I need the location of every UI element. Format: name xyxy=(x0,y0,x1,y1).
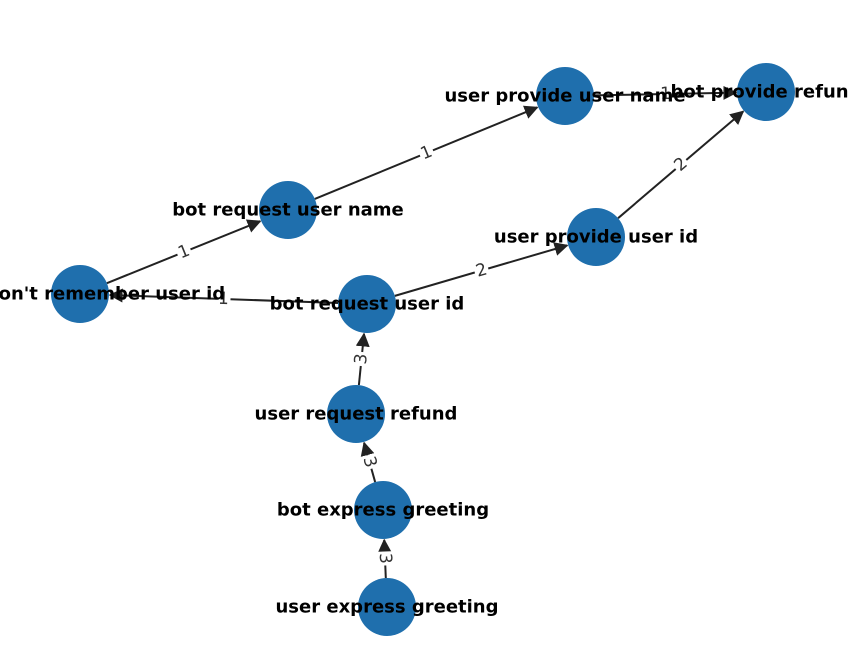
node-user-provide-user-name xyxy=(536,67,594,125)
edge-weight-urr-to-brui: 3 xyxy=(350,351,373,367)
node-label-bot-provide-refund: bot provide refund xyxy=(671,82,848,103)
node-bot-request-user-id xyxy=(338,275,396,333)
edge-weight-text: 1 xyxy=(218,289,230,309)
node-bot-request-user-name xyxy=(259,181,317,239)
node-labels: user express greeting bot express greetin… xyxy=(0,82,848,618)
node-label-bot-express-greeting: bot express greeting xyxy=(277,500,489,521)
edge-weight-text: 3 xyxy=(351,353,372,366)
node-label-bot-request-user-id: bot request user id xyxy=(270,294,465,315)
node-user-don-t-remember-user-id xyxy=(51,265,109,323)
edge-weight-upun-to-bpr: 1 xyxy=(658,83,673,105)
edge-weight-text: 3 xyxy=(358,454,380,470)
edge-weight-udr-to-brun: 1 xyxy=(173,240,195,264)
node-label-user-request-refund: user request refund xyxy=(255,404,458,425)
edge-weight-bg xyxy=(350,351,373,367)
edge-weight-bg xyxy=(416,141,437,165)
edge-weight-bg xyxy=(357,452,382,472)
edge-weight-ueg-to-beg: 3 xyxy=(374,551,396,566)
node-label-user-provide-user-id: user provide user id xyxy=(494,227,698,248)
node-label-user-don-t-remember-user-id: user don't remember user id xyxy=(0,284,225,305)
node-user-express-greeting xyxy=(358,578,416,636)
node-label-user-express-greeting: user express greeting xyxy=(275,597,498,618)
edges: 3 3 3 1 2 1 1 1 2 xyxy=(106,83,745,579)
edge-weight-text: 3 xyxy=(375,553,395,565)
node-label-bot-request-user-name: bot request user name xyxy=(172,200,404,221)
edge-weight-text: 2 xyxy=(473,259,489,281)
edge-weight-bg xyxy=(173,240,195,264)
edge-weight-upui-to-bpr: 2 xyxy=(669,152,693,177)
edge-weight-beg-to-urr: 3 xyxy=(357,452,382,472)
edge-weight-brun-to-upun: 1 xyxy=(416,141,437,165)
edge-weight-bg xyxy=(669,152,693,177)
node-user-request-refund xyxy=(327,385,385,443)
node-label-user-provide-user-name: user provide user name xyxy=(444,86,685,107)
edge-weight-brui-to-upui: 2 xyxy=(471,258,492,283)
node-bot-express-greeting xyxy=(354,481,412,539)
node-bot-provide-refund xyxy=(737,63,795,121)
edge-weight-text: 1 xyxy=(660,84,671,104)
edge-weight-bg xyxy=(471,258,492,283)
edge-weight-brui-to-udr: 1 xyxy=(216,288,231,310)
edge-weight-bg xyxy=(658,83,673,105)
edge-weight-bg xyxy=(374,551,396,566)
node-user-provide-user-id xyxy=(567,208,625,266)
nodes xyxy=(51,63,795,636)
edge-weight-bg xyxy=(216,288,231,310)
